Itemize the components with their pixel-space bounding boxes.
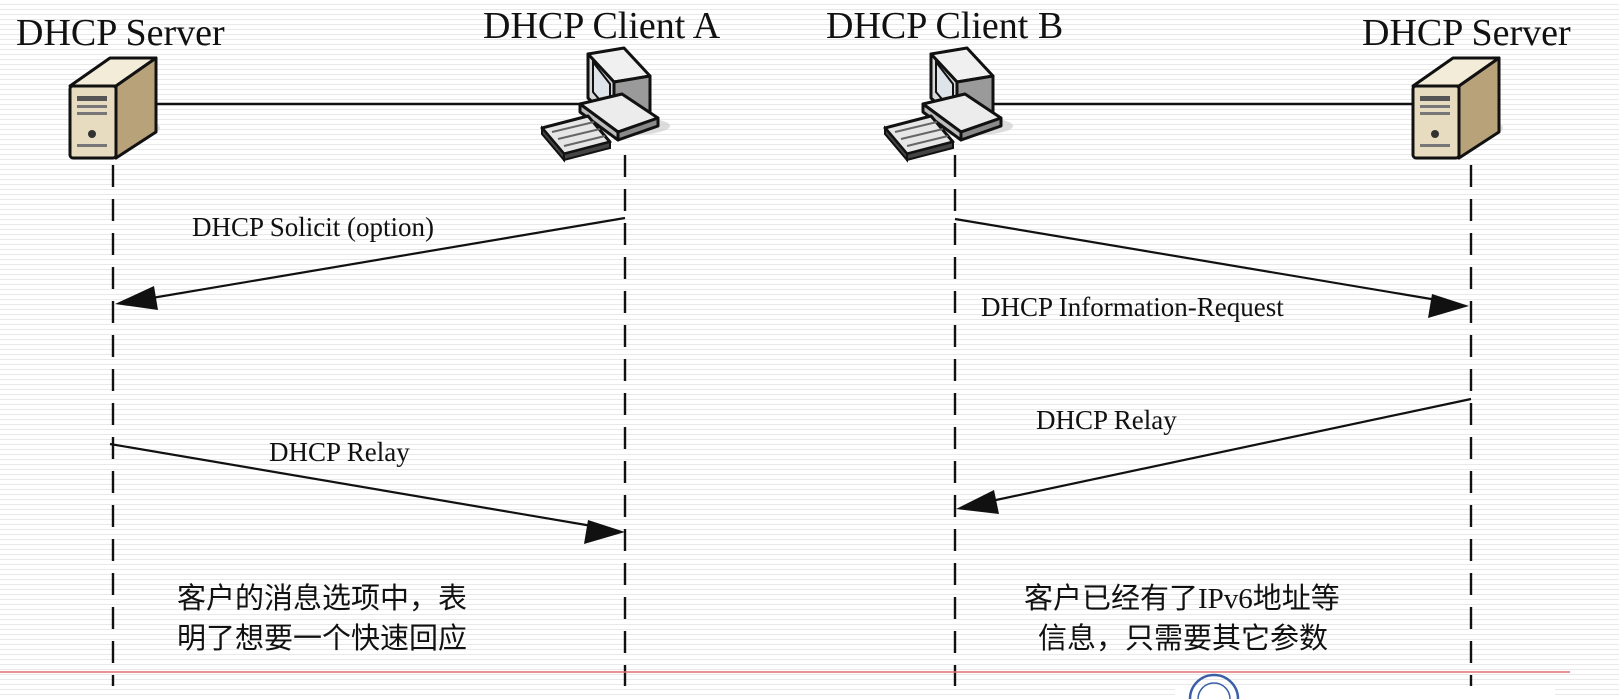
client-a-title: DHCP Client A (483, 5, 721, 47)
server-tower-icon (1411, 56, 1505, 160)
arrow-information-request (954, 217, 1444, 303)
arrowhead-solicit (115, 286, 158, 310)
client-b-title: DHCP Client B (826, 5, 1063, 47)
arrow-relay-left (109, 442, 599, 529)
left-server-title: DHCP Server (16, 12, 225, 54)
note-right-line-2: 信息，只需要其它参数 (1038, 622, 1328, 655)
desktop-computer-icon (883, 46, 1015, 162)
note-left-line-1: 客户的消息选项中，表 (177, 582, 467, 615)
label-solicit: DHCP Solicit (option) (192, 212, 434, 242)
arrowhead-relay-left (584, 520, 625, 544)
note-right-line-1: 客户已经有了IPv6地址等 (1024, 582, 1340, 615)
logo-icon-inner (1197, 682, 1231, 699)
arrowhead-information-request (1428, 294, 1469, 318)
right-server-title: DHCP Server (1362, 12, 1571, 54)
footer-panel (1175, 688, 1555, 699)
arrowhead-relay-right (956, 490, 999, 514)
logo-icon (1188, 673, 1240, 699)
note-left-line-2: 明了想要一个快速回应 (177, 622, 467, 655)
label-relay-right: DHCP Relay (1036, 405, 1177, 435)
arrow-solicit (139, 216, 626, 302)
arrow-relay-right (981, 397, 1472, 505)
label-information-request: DHCP Information-Request (981, 292, 1284, 322)
label-relay-left: DHCP Relay (269, 437, 410, 467)
server-tower-icon (68, 56, 162, 160)
